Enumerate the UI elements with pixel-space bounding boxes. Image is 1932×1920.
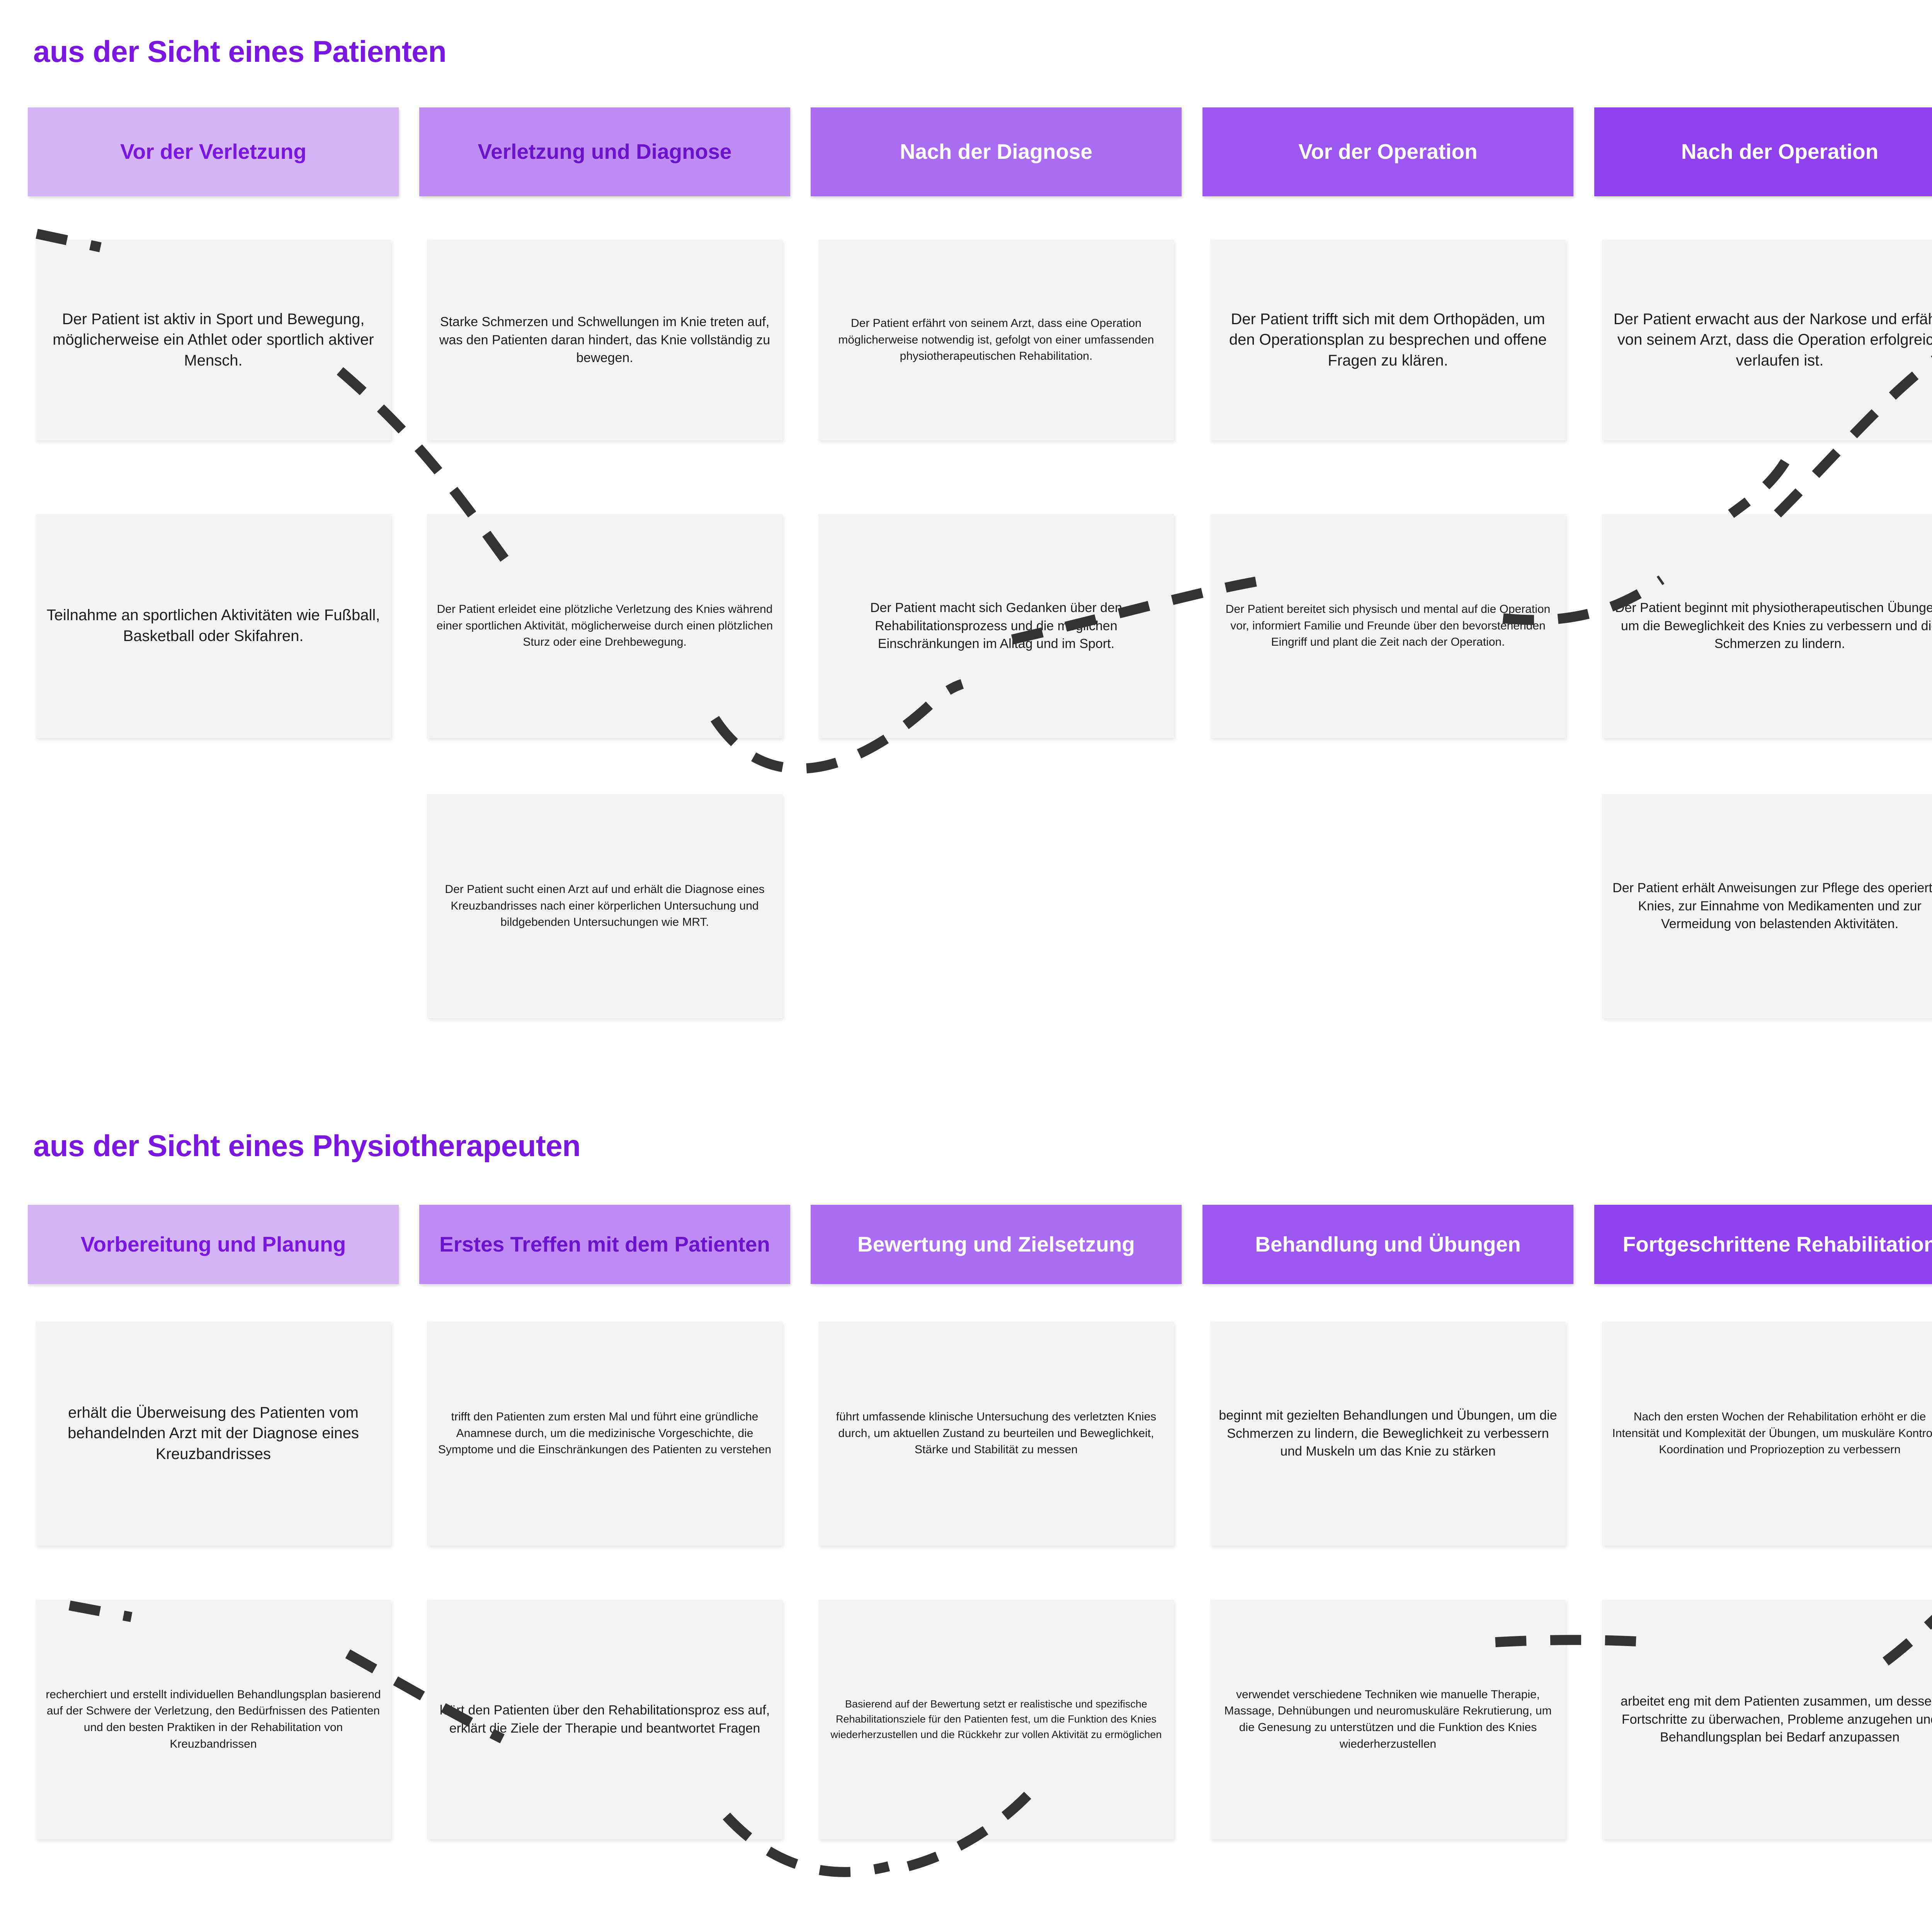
stage-header-label: Nach der Diagnose — [900, 139, 1093, 164]
stage-header-physio-3[interactable]: Bewertung und Zielsetzung — [811, 1205, 1182, 1284]
journey-card-text: Nach den ersten Wochen der Rehabilitatio… — [1612, 1410, 1932, 1456]
journey-card-text: klärt den Patienten über den Rehabilitat… — [439, 1703, 770, 1736]
journey-card-text: Teilnahme an sportlichen Aktivitäten wie… — [46, 607, 380, 645]
journey-card[interactable]: Der Patient macht sich Gedanken über den… — [818, 514, 1174, 738]
connector-s1-e — [1728, 459, 1790, 518]
journey-card-text: trifft den Patienten zum ersten Mal und … — [438, 1410, 772, 1456]
journey-card-text: erhält die Überweisung des Patienten vom… — [68, 1404, 359, 1463]
journey-card-text: Der Patient beginnt mit physiotherapeuti… — [1615, 600, 1932, 651]
journey-card-text: Der Patient sucht einen Arzt auf und erh… — [445, 883, 765, 929]
journey-card-text: führt umfassende klinische Untersuchung … — [836, 1410, 1156, 1456]
stage-header-label: Nach der Operation — [1681, 139, 1879, 164]
journey-card[interactable]: Der Patient erleidet eine plötzliche Ver… — [427, 514, 782, 738]
stage-header-patient-1[interactable]: Vor der Verletzung — [28, 107, 399, 196]
journey-card[interactable]: Teilnahme an sportlichen Aktivitäten wie… — [36, 514, 391, 738]
journey-card-text: Der Patient trifft sich mit dem Orthopäd… — [1229, 310, 1547, 369]
journey-card-text: arbeitet eng mit dem Patienten zusammen,… — [1621, 1694, 1932, 1745]
journey-card[interactable]: Basierend auf der Bewertung setzt er rea… — [818, 1600, 1174, 1839]
stage-header-patient-5[interactable]: Nach der Operation — [1594, 107, 1932, 196]
stage-header-patient-2[interactable]: Verletzung und Diagnose — [419, 107, 790, 196]
stage-header-label: Vor der Verletzung — [120, 139, 306, 164]
journey-card[interactable]: verwendet verschiedene Techniken wie man… — [1210, 1600, 1566, 1839]
journey-card[interactable]: beginnt mit gezielten Behandlungen und Ü… — [1210, 1321, 1566, 1546]
stage-header-label: Verletzung und Diagnose — [478, 139, 732, 164]
journey-card-text: Der Patient erhält Anweisungen zur Pfleg… — [1612, 880, 1932, 932]
journey-card[interactable]: Der Patient bereitet sich physisch und m… — [1210, 514, 1566, 738]
stage-header-patient-4[interactable]: Vor der Operation — [1202, 107, 1573, 196]
stage-header-label: Erstes Treffen mit dem Patienten — [439, 1232, 770, 1256]
stage-header-label: Vor der Operation — [1298, 139, 1478, 164]
journey-card[interactable]: Der Patient beginnt mit physiotherapeuti… — [1602, 514, 1932, 738]
stage-header-physio-2[interactable]: Erstes Treffen mit dem Patienten — [419, 1205, 790, 1284]
stage-header-label: Behandlung und Übungen — [1255, 1232, 1521, 1256]
stage-header-physio-1[interactable]: Vorbereitung und Planung — [28, 1205, 399, 1284]
journey-card[interactable]: Der Patient erwacht aus der Narkose und … — [1602, 240, 1932, 440]
section-title-patient: aus der Sicht eines Patienten — [33, 34, 447, 68]
journey-card-text: Der Patient bereitet sich physisch und m… — [1225, 603, 1551, 649]
journey-card-text: verwendet verschiedene Techniken wie man… — [1224, 1688, 1552, 1750]
journey-card[interactable]: führt umfassende klinische Untersuchung … — [818, 1321, 1174, 1546]
journey-card-text: Basierend auf der Bewertung setzt er rea… — [830, 1698, 1162, 1740]
journey-card[interactable]: arbeitet eng mit dem Patienten zusammen,… — [1602, 1600, 1932, 1839]
journey-card[interactable]: Nach den ersten Wochen der Rehabilitatio… — [1602, 1321, 1932, 1546]
journey-card-text: Der Patient ist aktiv in Sport und Beweg… — [53, 310, 374, 369]
journey-card[interactable]: Starke Schmerzen und Schwellungen im Kni… — [427, 240, 782, 440]
journey-card[interactable]: trifft den Patienten zum ersten Mal und … — [427, 1321, 782, 1546]
journey-card-text: Starke Schmerzen und Schwellungen im Kni… — [439, 314, 770, 366]
journey-card[interactable]: Der Patient ist aktiv in Sport und Beweg… — [36, 240, 391, 440]
journey-card[interactable]: recherchiert und erstellt individuellen … — [36, 1600, 391, 1839]
stage-header-label: Bewertung und Zielsetzung — [857, 1232, 1135, 1256]
journey-card-text: Der Patient erleidet eine plötzliche Ver… — [436, 603, 773, 649]
journey-card-text: Der Patient erwacht aus der Narkose und … — [1613, 310, 1932, 369]
journey-card-text: Der Patient erfährt von seinem Arzt, das… — [838, 317, 1154, 363]
journey-card[interactable]: erhält die Überweisung des Patienten vom… — [36, 1321, 391, 1546]
journey-card[interactable]: Der Patient erhält Anweisungen zur Pfleg… — [1602, 794, 1932, 1018]
journey-card[interactable]: Der Patient trifft sich mit dem Orthopäd… — [1210, 240, 1566, 440]
stage-header-physio-4[interactable]: Behandlung und Übungen — [1202, 1205, 1573, 1284]
stage-header-physio-5[interactable]: Fortgeschrittene Rehabilitation — [1594, 1205, 1932, 1284]
section-title-physiotherapist: aus der Sicht eines Physiotherapeuten — [33, 1129, 581, 1163]
stage-header-label: Fortgeschrittene Rehabilitation — [1622, 1232, 1932, 1256]
journey-card-text: recherchiert und erstellt individuellen … — [46, 1688, 381, 1750]
journey-card-text: Der Patient macht sich Gedanken über den… — [870, 600, 1122, 651]
journey-card[interactable]: klärt den Patienten über den Rehabilitat… — [427, 1600, 782, 1839]
journey-card[interactable]: Der Patient erfährt von seinem Arzt, das… — [818, 240, 1174, 440]
stage-header-label: Vorbereitung und Planung — [80, 1232, 346, 1256]
journey-card[interactable]: Der Patient sucht einen Arzt auf und erh… — [427, 794, 782, 1018]
journey-card-text: beginnt mit gezielten Behandlungen und Ü… — [1219, 1408, 1557, 1459]
stage-header-patient-3[interactable]: Nach der Diagnose — [811, 107, 1182, 196]
